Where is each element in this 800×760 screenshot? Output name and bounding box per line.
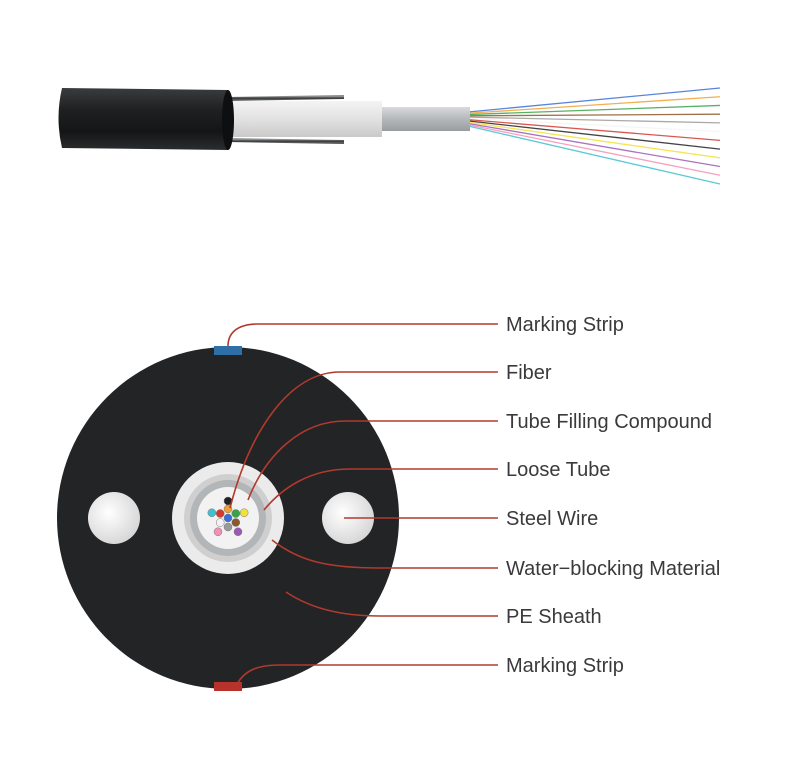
fiber-fan <box>467 87 721 185</box>
fiber-strand <box>467 113 721 117</box>
fiber-strand <box>467 120 721 150</box>
leader-loose-tube <box>263 468 498 511</box>
steel-wire-top <box>225 95 345 101</box>
filling-section <box>224 101 382 137</box>
fiber-strand <box>467 104 721 116</box>
pe-sheath-end <box>222 90 234 150</box>
steel-wire-left <box>88 492 140 544</box>
fiber-core <box>239 508 249 517</box>
fiber-strand <box>467 125 721 185</box>
fiber-strand <box>467 117 721 133</box>
fiber-strand <box>467 116 721 124</box>
fiber-bundle <box>207 496 249 537</box>
marking-strip-bottom <box>214 682 242 691</box>
fiber-strand <box>467 122 721 168</box>
fiber-strand <box>467 124 721 176</box>
label-tube-filling-compound: Tube Filling Compound <box>506 411 712 433</box>
labels: Marking Strip Fiber Tube Filling Compoun… <box>506 314 720 677</box>
label-fiber: Fiber <box>506 362 552 384</box>
leader-lines <box>227 323 498 687</box>
fiber-core <box>213 527 223 537</box>
leader-marking-strip-top <box>227 323 498 347</box>
label-pe-sheath: PE Sheath <box>506 606 602 628</box>
fiber-core <box>231 509 241 518</box>
leader-fiber <box>229 371 498 509</box>
fiber-core <box>215 518 225 527</box>
fiber-core <box>207 508 217 517</box>
fiber-core <box>231 518 241 527</box>
fiber-core <box>223 522 233 532</box>
label-water-blocking-material: Water−blocking Material <box>506 558 720 580</box>
fiber-core <box>233 527 243 537</box>
loose-tube-section <box>380 107 470 131</box>
label-steel-wire: Steel Wire <box>506 508 598 530</box>
label-marking-strip-top: Marking Strip <box>506 314 624 336</box>
fiber-strand <box>467 118 721 142</box>
fiber-core <box>223 513 233 523</box>
leader-tube-filling-compound <box>247 420 498 501</box>
fiber-strand <box>467 96 721 114</box>
fiber-core <box>215 509 225 518</box>
label-loose-tube: Loose Tube <box>506 459 611 481</box>
leader-pe-sheath <box>285 591 498 617</box>
steel-wire-bottom <box>225 138 345 144</box>
cable-side-view <box>58 87 721 185</box>
fiber-strand <box>467 121 721 159</box>
fiber-strand <box>467 87 721 113</box>
marking-strip-top <box>214 346 242 355</box>
label-marking-strip-bottom: Marking Strip <box>506 655 624 677</box>
leader-marking-strip-bottom <box>235 664 498 687</box>
pe-sheath-side <box>58 88 228 150</box>
leader-water-blocking-material <box>271 539 498 569</box>
